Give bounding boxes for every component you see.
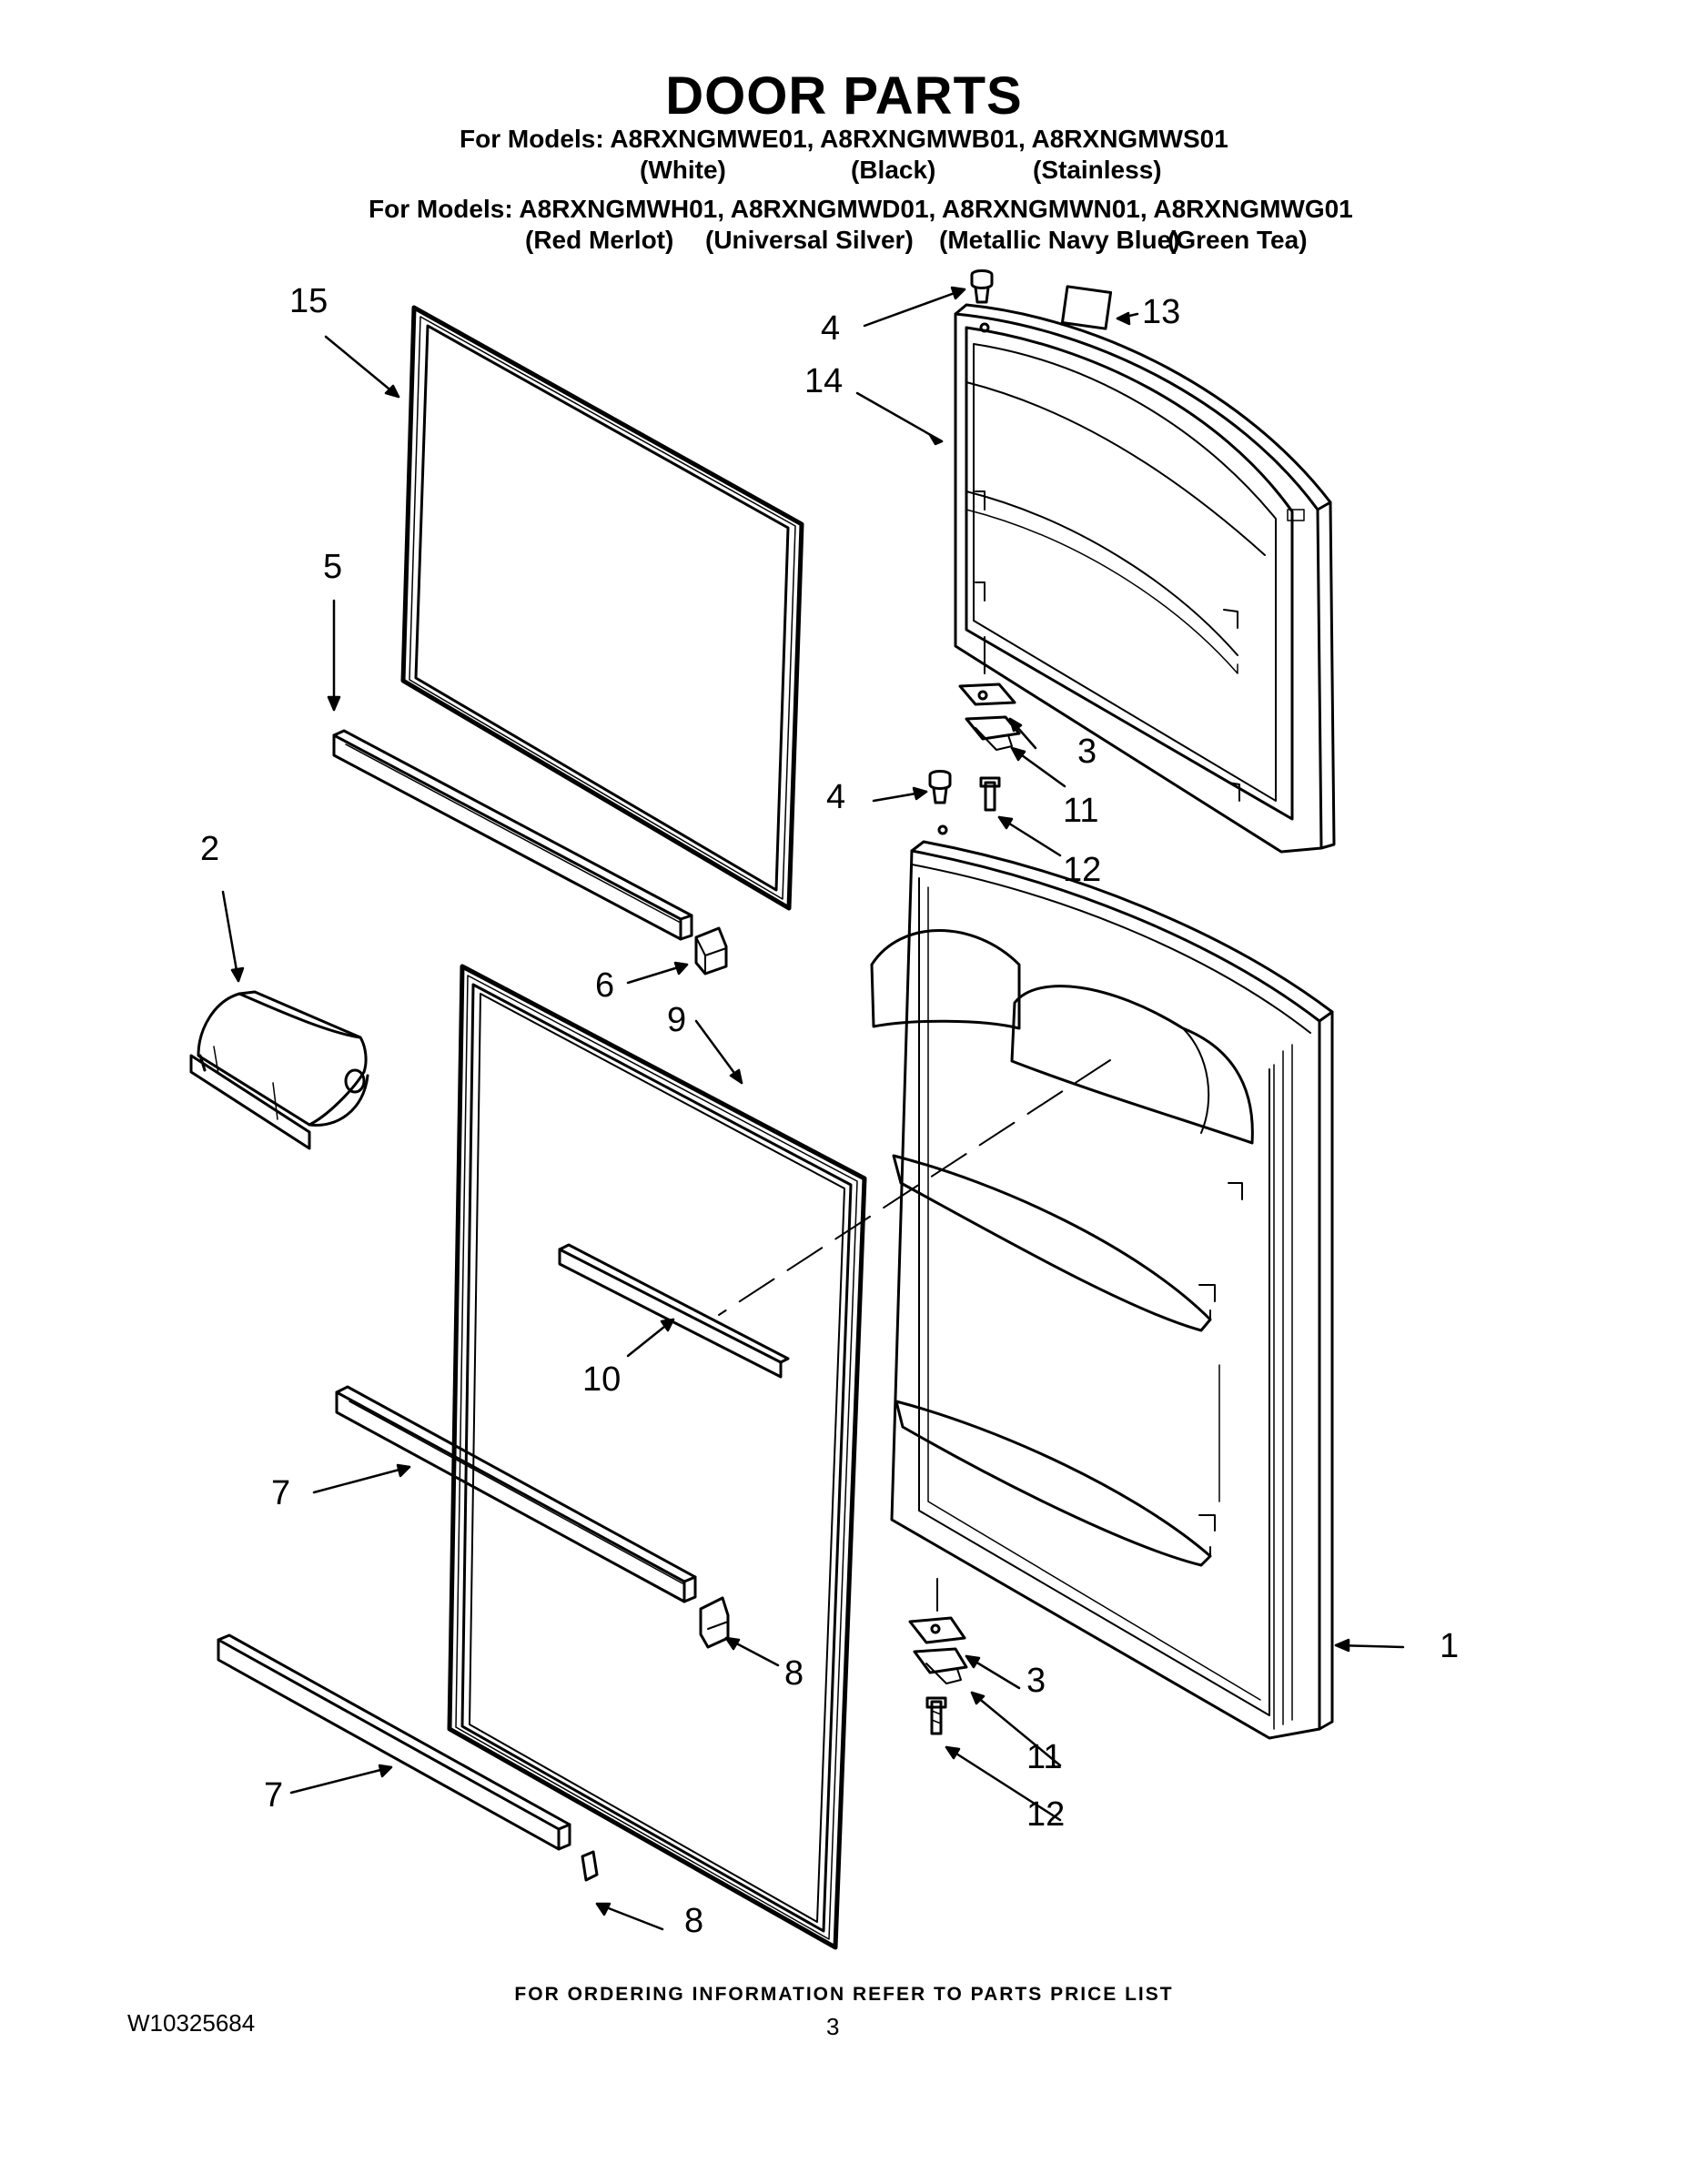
callout-arrows <box>221 286 1405 1931</box>
document-number: W10325684 <box>127 2009 256 2037</box>
callout-1: 1 <box>1440 1627 1460 1665</box>
color-white: (White) <box>640 156 726 184</box>
callout-15: 15 <box>289 282 329 320</box>
model-label <box>1060 285 1113 330</box>
freezer-door <box>954 303 1336 854</box>
callout-12-upper: 12 <box>1063 851 1102 889</box>
freezer-breaker-strip <box>332 729 693 941</box>
hinge-bushing-top <box>970 269 994 333</box>
callout-11-upper: 11 <box>1063 792 1099 830</box>
fresh-food-breaker-strip-lower <box>217 1633 571 1851</box>
callout-9: 9 <box>667 1001 687 1039</box>
callout-8-lower: 8 <box>684 1902 704 1940</box>
breaker-strip-clip-upper <box>694 926 728 976</box>
color-metallic-navy-blue: (Metallic Navy Blue) <box>939 226 1180 254</box>
fresh-food-breaker-strip-upper <box>335 1385 697 1603</box>
callout-4-middle: 4 <box>826 778 846 816</box>
bottom-hinge <box>908 1578 968 1735</box>
callout-14: 14 <box>804 362 844 400</box>
callout-3-lower: 3 <box>1026 1662 1046 1700</box>
callout-13: 13 <box>1142 293 1181 331</box>
callout-5: 5 <box>323 548 343 586</box>
callout-2: 2 <box>200 830 220 868</box>
callout-6: 6 <box>595 966 615 1005</box>
assembly-guide-line <box>718 1059 1111 1316</box>
callout-10: 10 <box>582 1360 622 1399</box>
color-universal-silver: (Universal Silver) <box>705 226 914 254</box>
breaker-strip-clip-middle <box>699 1596 730 1649</box>
color-stainless: (Stainless) <box>1033 156 1162 184</box>
page-title: DOOR PARTS <box>665 66 1023 126</box>
page-number: 3 <box>826 2013 840 2040</box>
callout-8-upper: 8 <box>784 1654 804 1693</box>
center-breaker-strip <box>558 1243 790 1379</box>
callout-12-lower: 12 <box>1026 1795 1066 1834</box>
callout-4-upper: 4 <box>821 309 841 348</box>
fresh-food-door <box>870 840 1334 1740</box>
callout-11-lower: 11 <box>1026 1738 1063 1776</box>
color-red-merlot: (Red Merlot) <box>525 226 674 254</box>
callout-7-upper: 7 <box>271 1474 291 1512</box>
fresh-food-door-gasket <box>447 964 867 1950</box>
center-hinge-upper <box>958 636 1021 812</box>
breaker-strip-clip-lower <box>581 1850 599 1882</box>
ordering-note: FOR ORDERING INFORMATION REFER TO PARTS … <box>514 1984 1174 2005</box>
color-black: (Black) <box>851 156 936 184</box>
hinge-bushing-middle <box>928 770 952 835</box>
callout-3-upper: 3 <box>1077 733 1097 771</box>
model-list-2: For Models: A8RXNGMWH01, A8RXNGMWD01, A8… <box>369 195 1370 258</box>
freezer-door-gasket <box>400 305 804 911</box>
dairy-compartment <box>189 990 369 1150</box>
color-green-tea: (Green Tea) <box>1167 226 1308 254</box>
callout-7-lower: 7 <box>264 1776 284 1815</box>
model-numbers-line-1: For Models: A8RXNGMWE01, A8RXNGMWB01, A8… <box>460 125 1228 153</box>
model-list-1: For Models: A8RXNGMWE01, A8RXNGMWB01, A8… <box>460 125 1279 188</box>
model-numbers-line-2: For Models: A8RXNGMWH01, A8RXNGMWD01, A8… <box>369 195 1353 223</box>
